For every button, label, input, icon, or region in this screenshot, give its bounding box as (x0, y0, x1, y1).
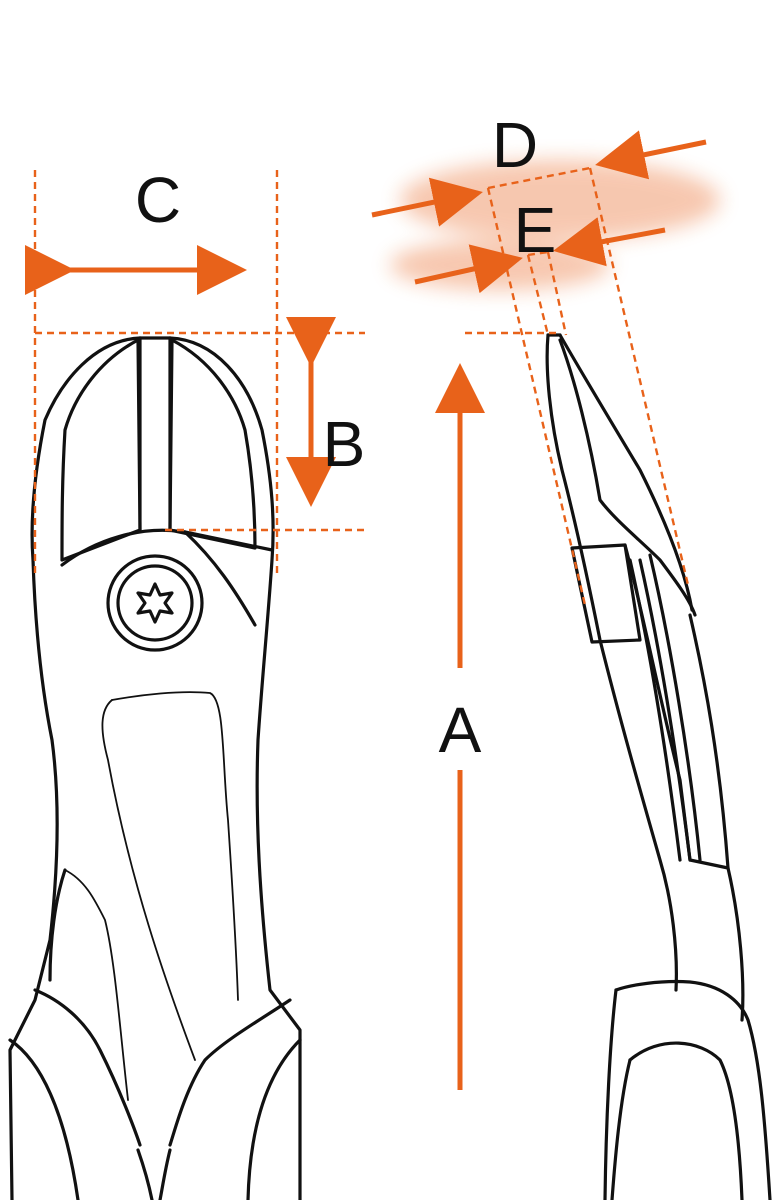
pliers-side-view (545, 333, 772, 1200)
side-jaw-inner (558, 333, 694, 612)
torx-icon (136, 582, 174, 624)
label-c: C (135, 164, 181, 236)
pivot-screw (106, 554, 204, 652)
dim-e-arrow-left (414, 244, 523, 294)
left-jaw (60, 338, 142, 562)
side-jaw-outer (545, 333, 678, 992)
dim-d-arrow-right (595, 130, 707, 180)
dim-e-ext-top (527, 250, 549, 257)
pliers-front-view (8, 336, 302, 1200)
dim-e-arrow-right (553, 217, 666, 267)
dim-d-arrow-left (371, 177, 483, 227)
dim-e-ext-right (546, 251, 568, 336)
label-d: D (492, 109, 538, 181)
dimensions (25, 130, 707, 1090)
dim-e-ext-left (526, 254, 550, 336)
label-a: A (439, 694, 482, 766)
right-jaw (168, 338, 257, 550)
dimension-labels: C B A D E (135, 109, 556, 766)
front-head-outline-right (168, 336, 302, 1200)
side-handle (614, 979, 772, 1200)
dim-d-ext-top (487, 166, 591, 190)
pivot-screw-inner (116, 564, 194, 642)
front-head-outline (8, 336, 142, 1200)
label-b: B (323, 408, 366, 480)
label-e: E (514, 194, 557, 266)
front-handle-recess (111, 691, 239, 1001)
